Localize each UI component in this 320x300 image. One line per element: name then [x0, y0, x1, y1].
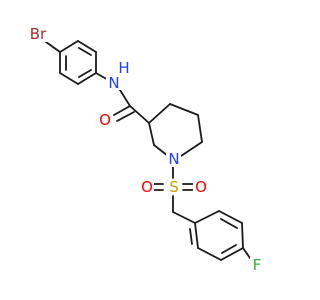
bond — [116, 111, 135, 122]
bond — [241, 222, 244, 249]
atom-o-carbonyl: O — [97, 111, 112, 129]
atom-label-o-carbonyl: O — [99, 111, 111, 129]
bond — [197, 247, 222, 261]
atom-label-o-sulfonyl-left: O — [141, 178, 153, 196]
bond — [218, 210, 243, 224]
bond — [119, 89, 131, 107]
atom-label-f: F — [253, 256, 262, 274]
bond — [148, 103, 171, 124]
atom-labels: Br N H O N S O O F — [28, 24, 264, 274]
atom-label-br: Br — [30, 25, 47, 43]
atom-label-n-amide: N — [108, 74, 119, 92]
bond — [180, 141, 203, 157]
bond — [242, 247, 251, 259]
bond — [129, 105, 150, 124]
bonds — [45, 40, 251, 261]
bond — [194, 222, 199, 249]
bond — [78, 69, 92, 78]
bond — [59, 72, 79, 85]
bond — [113, 105, 131, 116]
bond — [172, 211, 196, 224]
bond — [77, 72, 97, 85]
bond — [189, 228, 193, 245]
bond — [77, 40, 97, 53]
bond — [197, 114, 203, 143]
atom-o-left: O — [139, 178, 154, 196]
atom-s: S — [166, 178, 181, 196]
bond — [169, 103, 199, 116]
molecule-structure: Br N H O N S O O F — [28, 24, 264, 274]
atom-nh: N H — [106, 59, 130, 92]
bond — [221, 244, 237, 254]
bond — [59, 40, 79, 53]
atom-n-piperidine: N — [166, 150, 181, 168]
bond — [78, 47, 92, 56]
bond — [148, 122, 155, 146]
bond — [220, 218, 238, 229]
bond — [220, 247, 244, 261]
atom-label-h-amide: H — [118, 59, 129, 77]
bond — [194, 210, 220, 224]
atom-o-right: O — [193, 178, 208, 196]
atom-label-s: S — [169, 178, 179, 196]
atom-br: Br — [28, 24, 50, 43]
bond — [153, 144, 169, 157]
atom-label-o-sulfonyl-right: O — [195, 178, 207, 196]
atom-f: F — [250, 256, 264, 274]
bond — [45, 41, 61, 53]
atom-label-n-piperidine: N — [168, 150, 179, 168]
